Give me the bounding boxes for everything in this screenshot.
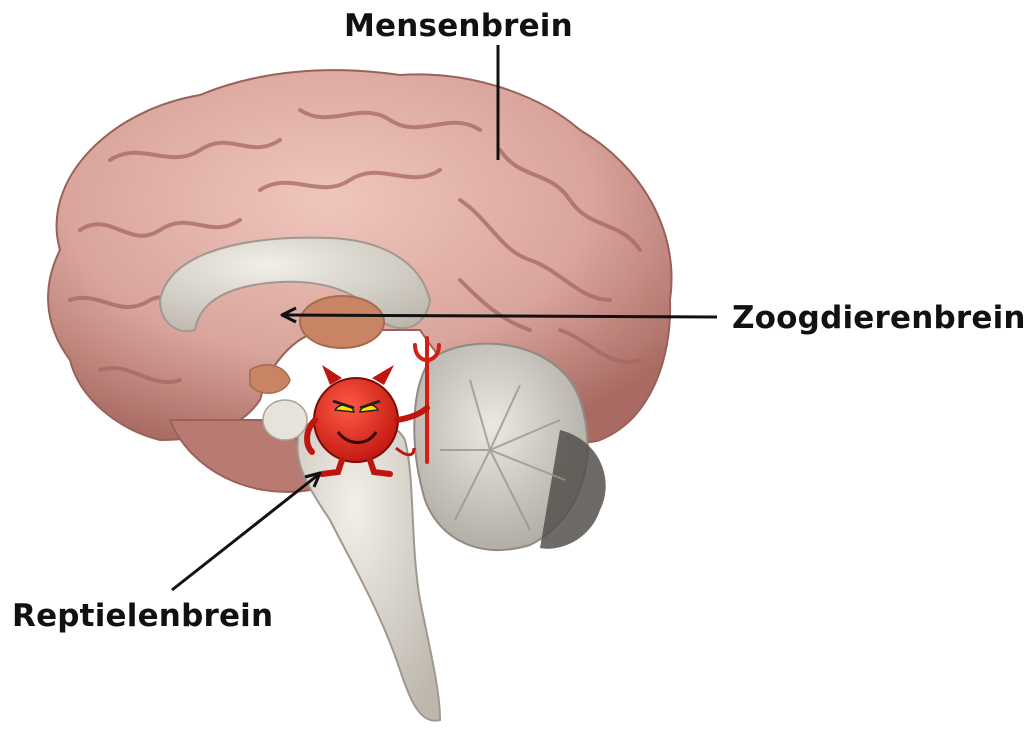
label-zoogdierenbrein: Zoogdierenbrein (732, 300, 1026, 336)
pointer-zoogdierenbrein (286, 315, 717, 317)
pointer-reptielenbrein (172, 475, 318, 590)
label-reptielenbrein: Reptielenbrein (12, 598, 273, 634)
thalamus (300, 296, 384, 348)
label-mensenbrein: Mensenbrein (344, 8, 573, 44)
